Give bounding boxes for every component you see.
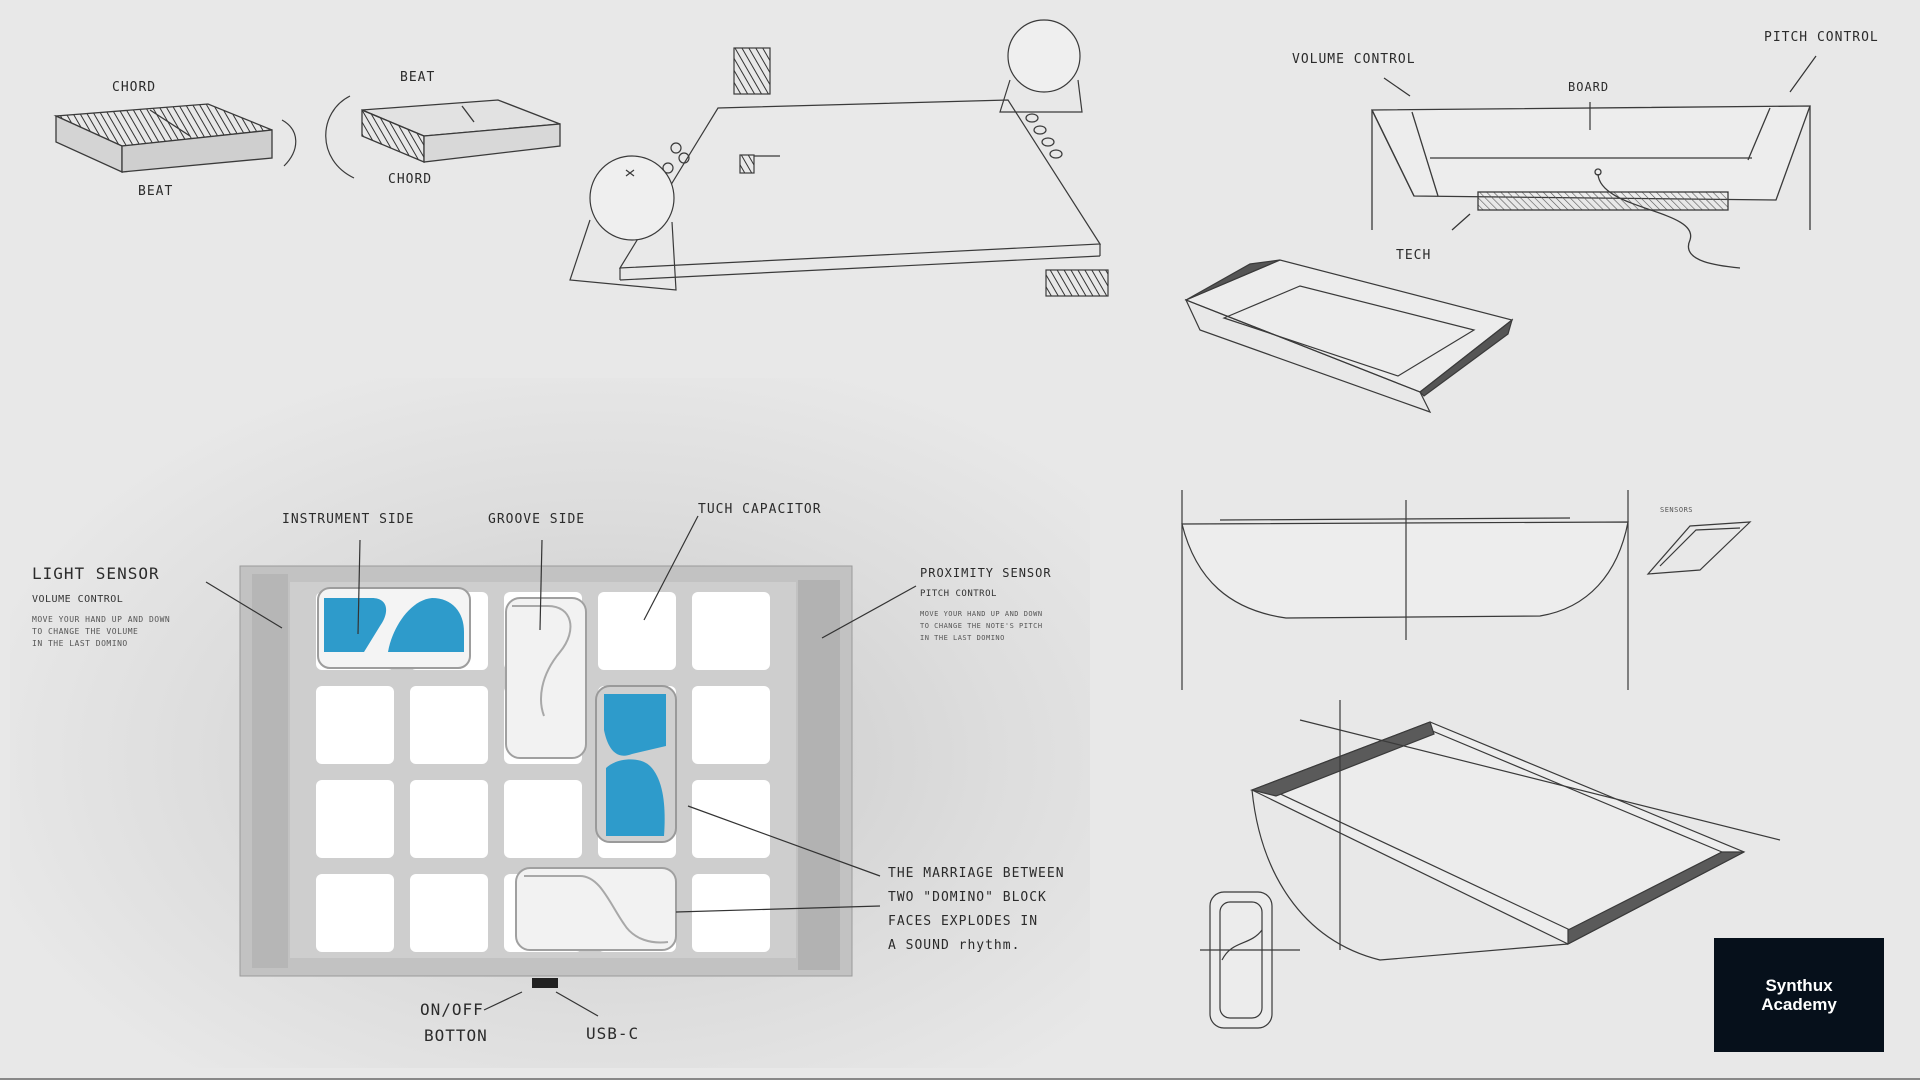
- label-button: BOTTON: [424, 1026, 488, 1045]
- sketch-bowl-side: [1181, 490, 1752, 690]
- label-marriage-line3: FACES EXPLODES IN: [888, 914, 1039, 929]
- label-usbc: USB-C: [586, 1024, 640, 1043]
- grid-tile[interactable]: [316, 874, 394, 952]
- logo-line1: Synthux: [1765, 976, 1833, 995]
- label-beat-top: BEAT: [400, 70, 436, 85]
- label-groove-side: GROOVE SIDE: [488, 512, 586, 527]
- label-marriage-line1: THE MARRIAGE BETWEEN: [888, 866, 1065, 881]
- label-proximity-desc: MOVE YOUR HAND UP AND DOWN TO CHANGE THE…: [920, 610, 1043, 642]
- label-sensors: SENSORS: [1660, 506, 1694, 514]
- label-chord-bottom: CHORD: [388, 172, 433, 187]
- grid-tile[interactable]: [692, 686, 770, 764]
- grid-tile[interactable]: [692, 780, 770, 858]
- label-marriage-line4: A SOUND rhythm.: [888, 938, 1021, 953]
- label-tech: TECH: [1396, 248, 1432, 263]
- grid-tile[interactable]: [410, 874, 488, 952]
- leader-lines: [205, 55, 1817, 1017]
- sketch-board-perspective: [569, 19, 1109, 297]
- sketch-domino-block: [1200, 891, 1300, 1029]
- label-board: BOARD: [1568, 80, 1610, 94]
- flip-arrow: [281, 119, 297, 167]
- sketch-bowl-perspective: [1250, 700, 1781, 961]
- label-light-sensor: LIGHT SENSOR: [32, 564, 160, 583]
- grid-tile[interactable]: [410, 686, 488, 764]
- label-pitch-control: PITCH CONTROL: [1764, 30, 1879, 45]
- label-proximity-pitch: PITCH CONTROL: [920, 589, 997, 599]
- logo-line2: Academy: [1761, 995, 1837, 1014]
- on-off-button[interactable]: [532, 978, 558, 988]
- grid-tile[interactable]: [692, 592, 770, 670]
- domino-block-instrument[interactable]: [317, 587, 471, 669]
- sketch-section-view: [1370, 105, 1811, 269]
- grid-tile[interactable]: [692, 874, 770, 952]
- grid-tile[interactable]: [504, 780, 582, 858]
- label-light-desc: MOVE YOUR HAND UP AND DOWN TO CHANGE THE…: [32, 615, 171, 648]
- synthux-academy-logo: Synthux Academy: [1714, 938, 1884, 1052]
- sketch-block-beat: [361, 99, 561, 163]
- domino-block-groove[interactable]: [505, 597, 587, 759]
- label-touch-capacitor: TUCH CAPACITOR: [698, 502, 822, 517]
- label-instrument-side: INSTRUMENT SIDE: [282, 512, 415, 527]
- bottom-rule: [0, 1078, 1920, 1080]
- grid-tile[interactable]: [410, 780, 488, 858]
- label-marriage-line2: TWO "DOMINO" BLOCK: [888, 890, 1047, 905]
- grid-tile[interactable]: [316, 686, 394, 764]
- flip-arrow: [325, 95, 355, 179]
- grid-tile[interactable]: [598, 592, 676, 670]
- label-light-volume: VOLUME CONTROL: [32, 594, 124, 605]
- label-beat-bottom: BEAT: [138, 184, 174, 199]
- sketch-tray-isometric: [1184, 259, 1514, 414]
- grid-tile[interactable]: [316, 780, 394, 858]
- label-proximity-sensor: PROXIMITY SENSOR: [920, 566, 1052, 580]
- domino-block-bottom[interactable]: [515, 867, 677, 951]
- sketch-block-chord: [53, 103, 273, 174]
- label-onoff: ON/OFF: [420, 1000, 484, 1019]
- domino-block-blue-vertical[interactable]: [595, 685, 677, 843]
- label-chord-top: CHORD: [112, 80, 157, 95]
- label-volume-control: VOLUME CONTROL: [1292, 52, 1416, 67]
